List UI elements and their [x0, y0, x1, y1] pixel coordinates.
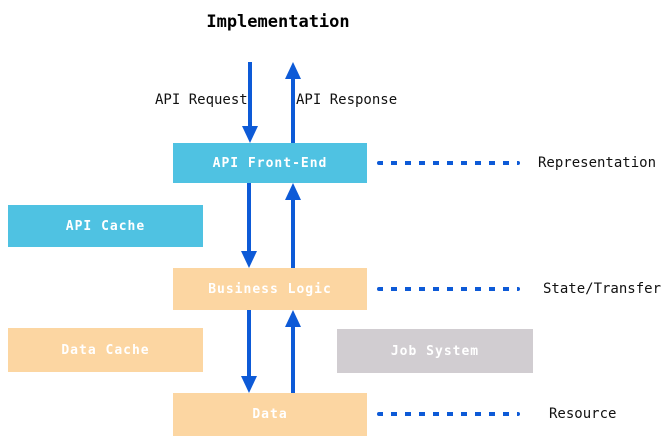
arrow-head-down-icon	[241, 251, 257, 268]
arrow-up-business-to-frontend	[285, 183, 301, 268]
arrow-head-down-icon	[241, 376, 257, 393]
arrow-down-business-to-data	[241, 310, 257, 393]
arrow-head-down-icon	[242, 126, 258, 143]
arrow-shaft	[291, 197, 295, 268]
arrow-up-data-to-business	[285, 310, 301, 393]
api-response-label: API Response	[296, 92, 398, 108]
arrow-head-up-icon	[285, 62, 301, 79]
arrow-down-implementation-to-frontend	[242, 62, 258, 143]
box-data-cache: Data Cache	[8, 328, 203, 372]
layer-label-resource: Resource	[549, 406, 617, 422]
box-api-cache: API Cache	[8, 205, 203, 247]
dashed-line-resource	[377, 412, 520, 416]
arrow-head-up-icon	[285, 183, 301, 200]
box-business-logic: Business Logic	[173, 268, 367, 310]
diagram-title: Implementation	[206, 12, 350, 32]
arrow-shaft	[247, 310, 251, 379]
layer-label-state-transfer: State/Transfer	[543, 281, 662, 297]
dashed-line-representation	[377, 161, 520, 165]
arrow-shaft	[291, 324, 295, 393]
arrow-shaft	[291, 76, 295, 143]
box-data-label: Data	[252, 407, 288, 422]
box-api-cache-label: API Cache	[65, 218, 146, 234]
box-job-system-label: Job System	[390, 343, 480, 359]
box-job-system: Job System	[337, 329, 533, 373]
box-api-front-end-label: API Front-End	[212, 155, 328, 171]
box-api-front-end: API Front-End	[173, 143, 367, 183]
arrow-shaft	[247, 183, 251, 254]
api-request-label: API Request	[155, 92, 248, 108]
box-data-cache-label: Data Cache	[61, 342, 150, 358]
arrow-shaft	[248, 62, 252, 129]
arrow-head-up-icon	[285, 310, 301, 327]
box-data: Data	[173, 393, 367, 436]
layer-label-representation: Representation	[538, 155, 657, 171]
arrow-up-frontend-to-implementation	[285, 62, 301, 143]
box-business-logic-label: Business Logic	[208, 281, 332, 297]
dashed-line-state-transfer	[377, 287, 520, 291]
arrow-down-frontend-to-business	[241, 183, 257, 268]
